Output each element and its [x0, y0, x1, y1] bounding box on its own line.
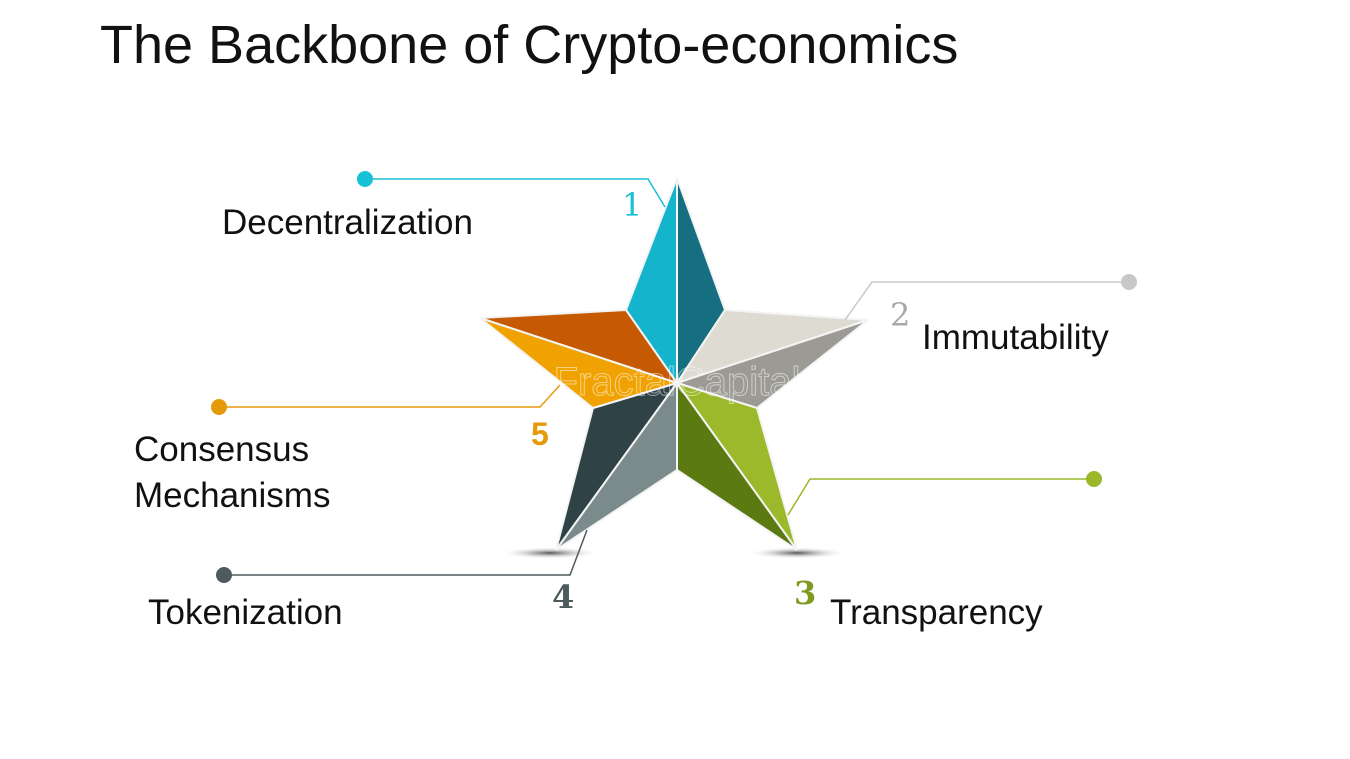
callout-line-5	[219, 384, 561, 408]
item-label-1: Decentralization	[222, 203, 473, 242]
shadow	[747, 547, 847, 559]
arm-4-right	[555, 379, 678, 551]
item-number-4: 4	[552, 578, 575, 616]
watermark: FractalCapital	[554, 360, 801, 404]
arm-3-right	[674, 381, 798, 551]
item-number-5: 5	[531, 416, 549, 452]
item-number-1: 1	[622, 186, 643, 224]
callout-line-2	[844, 281, 1129, 321]
callout-line-1	[365, 178, 666, 208]
item-label-3: Transparency	[830, 593, 1043, 632]
callout-line-4	[224, 529, 588, 576]
callout-line-3	[787, 478, 1094, 516]
item-label-4: Tokenization	[148, 593, 343, 632]
callout-dot-1	[357, 171, 373, 187]
page-title: The Backbone of Crypto-economics	[100, 15, 959, 75]
item-number-3: 3	[794, 574, 817, 612]
item-label-2: Immutability	[922, 318, 1109, 357]
item-number-2: 2	[890, 296, 911, 334]
callout-dot-5	[211, 399, 227, 415]
callout-dot-3	[1086, 471, 1102, 487]
star	[479, 177, 869, 551]
callout-dot-4	[216, 567, 232, 583]
callout-dot-2	[1121, 274, 1137, 290]
arm-5-lower	[479, 317, 681, 410]
item-label-5: Consensus Mechanisms	[134, 430, 331, 515]
shadow	[500, 547, 600, 559]
